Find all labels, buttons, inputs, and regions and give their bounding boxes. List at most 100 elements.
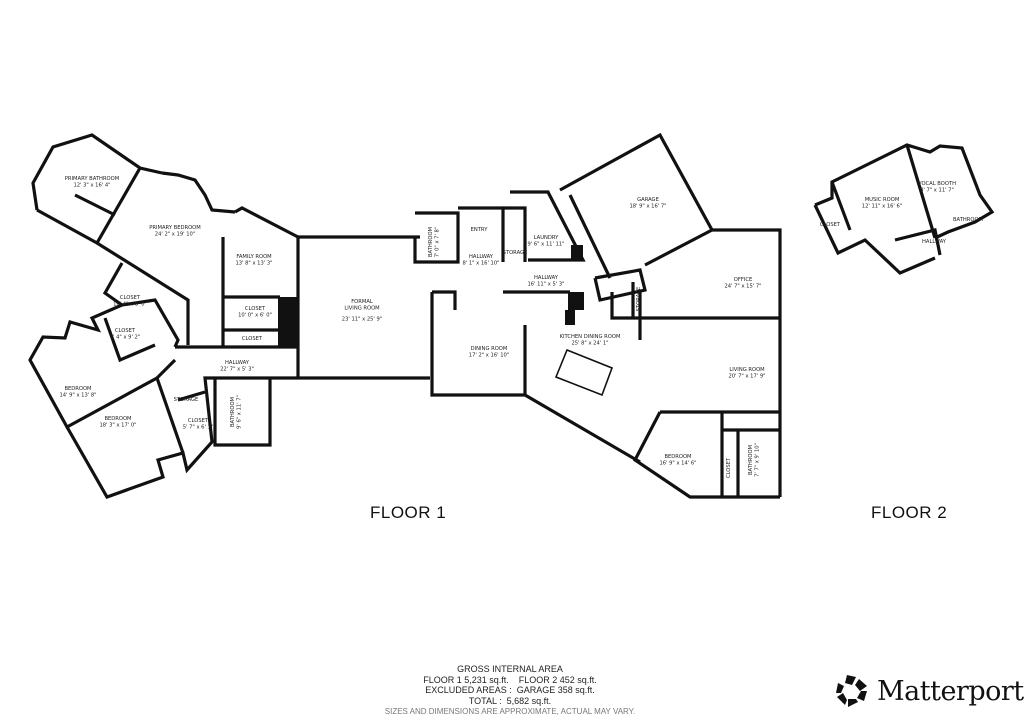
room-dimensions: 24' 2" x 19' 10" <box>155 232 195 238</box>
wall-segment <box>213 378 272 447</box>
area-summary: GROSS INTERNAL AREA FLOOR 1 5,231 sq.ft.… <box>330 664 690 718</box>
room-dimensions: 16' 11" x 5' 3" <box>527 282 564 288</box>
room-name: CLOSET <box>120 295 141 301</box>
matterport-logo-icon <box>836 675 867 707</box>
room-name: CLOSET <box>820 222 841 228</box>
room-dimensions: LIVING ROOM <box>344 306 379 312</box>
wall-segment <box>712 228 782 497</box>
wall-segment <box>813 204 936 275</box>
wall-segment <box>95 167 142 244</box>
brand-name: Matterport <box>877 675 1024 707</box>
room-dimensions: 8' 1" x 16' 10" <box>462 261 499 267</box>
fireplace-block <box>568 292 584 310</box>
room-dimensions: 18' 9" x 16' 7" <box>629 204 666 210</box>
wall-segment <box>234 206 299 239</box>
room-dimensions: 7' 0" x 7' 8" <box>435 227 441 258</box>
room-name: KITCHEN DINING ROOM <box>560 334 621 340</box>
room-label: ENTRY <box>471 227 489 233</box>
total-area: TOTAL : 5,682 sq.ft. <box>468 695 552 706</box>
room-name: STORAGE <box>174 397 199 403</box>
room-name: HALLWAY <box>469 254 494 260</box>
floor-1-label: FLOOR 1 <box>370 503 447 522</box>
room-dimensions: 24' 7" x 15' 7" <box>724 284 761 290</box>
wall-segment <box>632 411 780 499</box>
matterport-logo: Matterport® <box>835 674 1024 708</box>
room-name: MUSIC ROOM <box>865 197 900 203</box>
room-dimensions: 25' 8" x 24' 1" <box>571 341 608 347</box>
wall-segment <box>161 171 236 214</box>
room-label: CLOSET <box>726 457 732 478</box>
room-dimensions: 16' 9" x 14' 6" <box>659 461 696 467</box>
wall-segment <box>830 181 852 231</box>
room-name: LIVING ROOM <box>729 367 764 373</box>
room-dimensions: 10' 0" x 6' 0" <box>238 313 272 319</box>
room-name: BATHROOM <box>428 227 434 257</box>
wall-segment <box>430 292 641 464</box>
fireplace-block <box>565 310 575 325</box>
room-name: CLOSET <box>115 328 136 334</box>
room-name: BATHROOM <box>230 397 236 427</box>
room-name: HALLWAY <box>534 275 559 281</box>
kitchen-island <box>554 348 614 397</box>
room-name: STORAGE <box>636 287 642 312</box>
room-name: PRIMARY BATHROOM <box>65 176 119 182</box>
room-dimensions: 16' 4" x 8' 0" <box>113 302 147 308</box>
room-name: CLOSET <box>245 306 266 312</box>
room-dimensions: 7' 7" x 9' 10" <box>755 443 761 477</box>
walls <box>28 132 995 499</box>
room-label: STORAGE <box>636 287 642 312</box>
wall-segment <box>155 377 185 454</box>
room-label: STORAGE <box>174 397 199 403</box>
room-label: HALLWAY <box>922 239 947 245</box>
room-name: BEDROOM <box>104 416 131 422</box>
room-dimensions: 12' 3" x 16' 4" <box>73 183 110 189</box>
room-name: ENTRY <box>471 227 489 233</box>
wall-segment <box>503 206 527 262</box>
wall-segment <box>432 290 457 310</box>
room-name: FAMILY ROOM <box>236 254 271 260</box>
wall-segment <box>177 390 206 402</box>
room-name: STORAGE <box>503 250 528 256</box>
wall-segment <box>593 268 647 302</box>
area-title: GROSS INTERNAL AREA <box>457 664 563 674</box>
room-dimensions: 17' 2" x 16' 10" <box>469 353 509 359</box>
fireplace-block <box>571 245 583 260</box>
room-dimensions: 9' 6" x 11' 11" <box>527 242 564 248</box>
room-label: CLOSET <box>820 222 841 228</box>
room-label: BATHROOM9' 6" x 11' 7" <box>230 395 243 429</box>
fireplace-block <box>278 297 298 347</box>
room-name: PRIMARY BEDROOM <box>149 225 200 231</box>
excluded-areas: EXCLUDED AREAS : GARAGE 358 sq.ft. <box>425 685 595 695</box>
room-name: BEDROOM <box>64 386 91 392</box>
disclaimer: SIZES AND DIMENSIONS ARE APPROXIMATE, AC… <box>384 707 636 716</box>
room-name: FORMAL <box>351 299 373 305</box>
room-dimensions: 13' 8" x 13' 3" <box>235 261 272 267</box>
room-label: BATHROOM7' 7" x 9' 10" <box>748 443 761 477</box>
wall-segment <box>905 144 937 239</box>
room-dimensions: 7' 4" x 9' 2" <box>110 335 141 341</box>
room-dimensions: 8' 7" x 11' 7" <box>920 188 954 194</box>
room-name: OFFICE <box>734 277 752 283</box>
room-name: CLOSET <box>726 457 732 478</box>
room-name: HALLWAY <box>225 360 250 366</box>
wall-segment <box>74 193 116 217</box>
wall-segment <box>103 317 156 363</box>
